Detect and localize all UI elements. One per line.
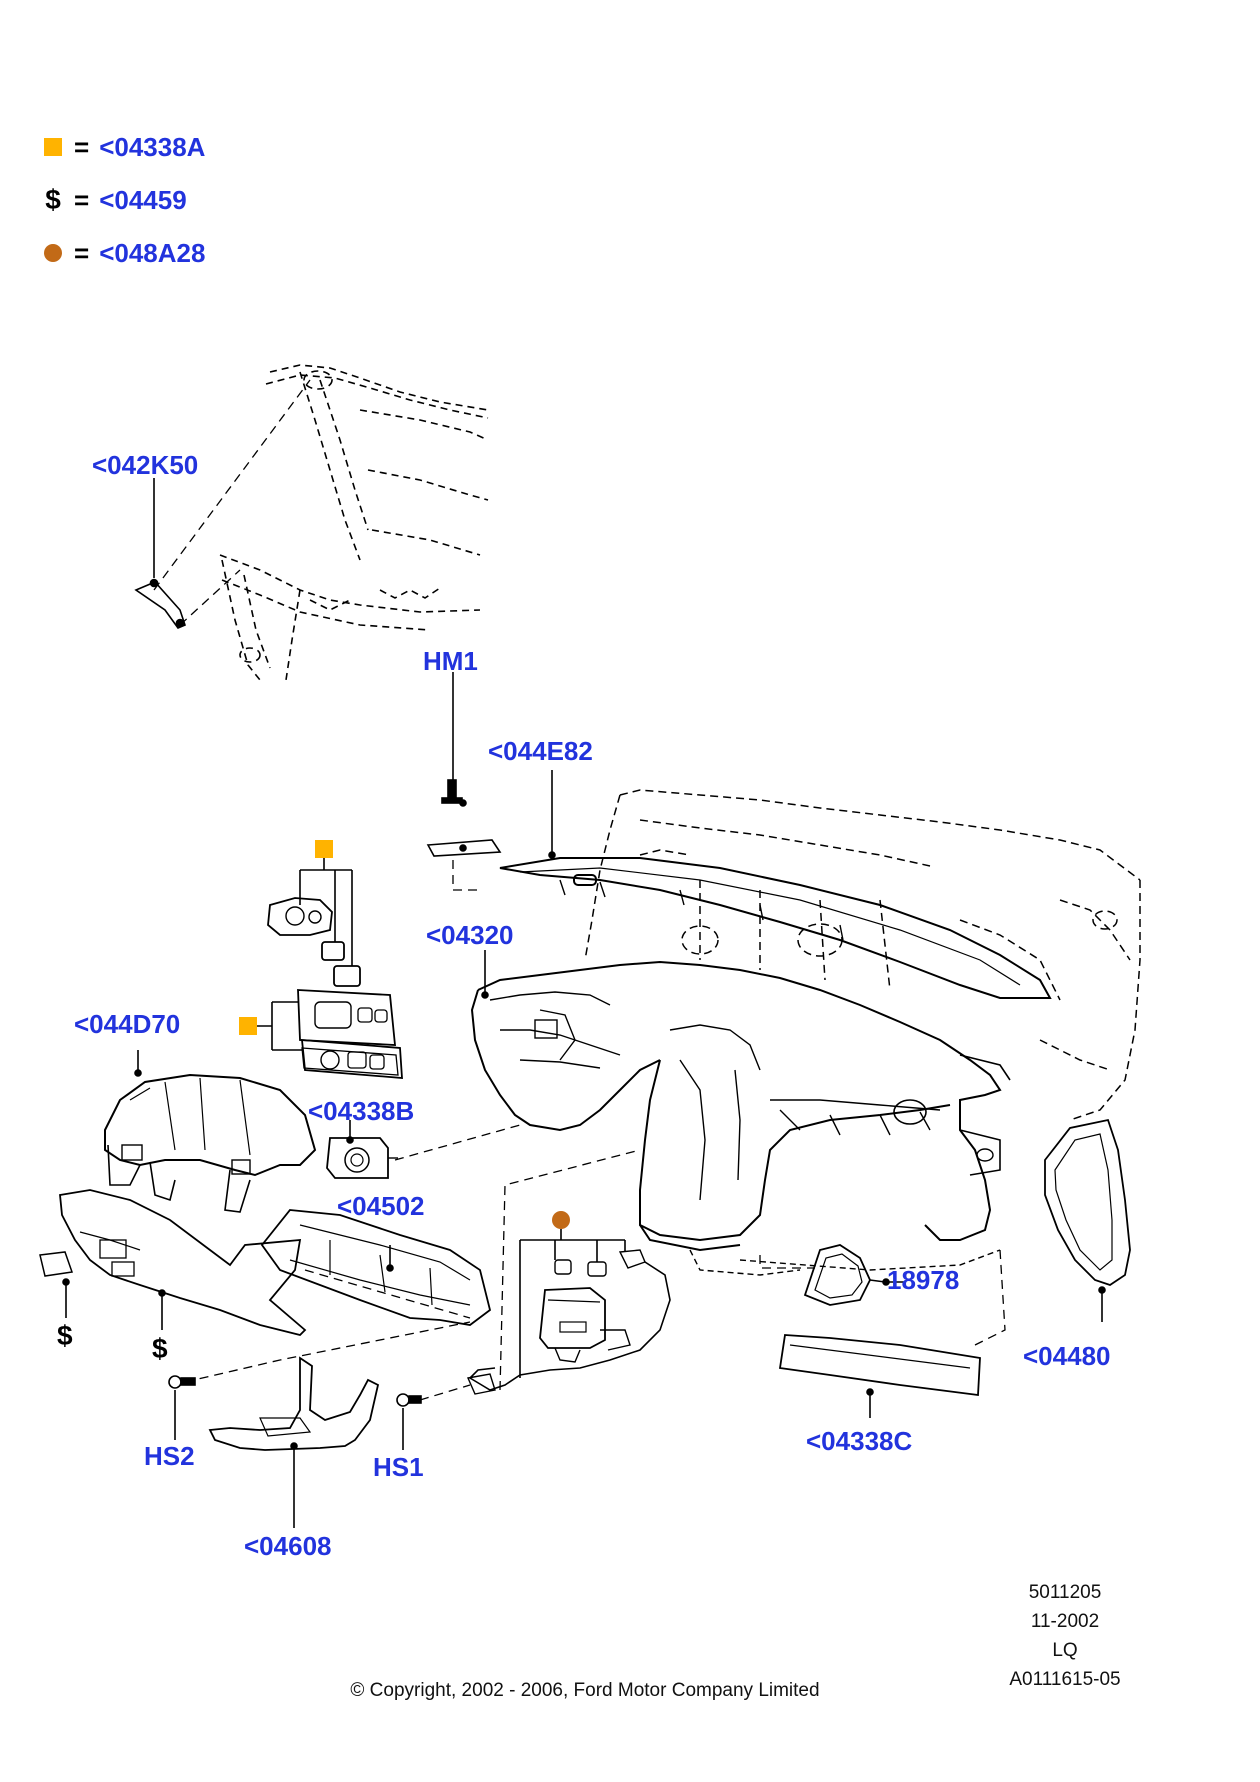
knee-panel-04502 [260,1209,492,1326]
callout-HS2[interactable]: HS2 [144,1441,195,1471]
trim-strip-04338C [778,1334,981,1397]
legend-equals: = [74,237,90,268]
callout-04608[interactable]: <04608 [244,1531,331,1561]
callout-04480[interactable]: <04480 [1023,1341,1110,1371]
fasteners [62,578,1106,1450]
square-icon [239,1017,257,1035]
illustration-reference: A0111615-05 [1009,1669,1121,1690]
square-icon [315,840,333,858]
callout-04320[interactable]: <04320 [426,920,513,950]
legend-row-circle: = <048A28 [42,236,205,270]
illustration-number: 5011205 [1028,1582,1102,1603]
legend-ref-04459[interactable]: <04459 [99,184,187,215]
speaker-grille-18978 [803,1244,886,1306]
legend-ref-048A28[interactable]: <048A28 [99,237,206,268]
callout-HS1[interactable]: HS1 [373,1452,424,1482]
illustration-date: 11-2002 [1030,1611,1100,1632]
cross-car-beam-outline [219,364,489,681]
circle-icon [42,244,64,262]
ignition-module [467,1249,671,1395]
illustration-code: LQ [1052,1640,1078,1661]
cluster-hood [104,1073,317,1213]
callout-042K50[interactable]: <042K50 [92,450,198,480]
dollar-symbol: $ [152,1333,168,1364]
circle-icon [552,1211,570,1229]
dollar-symbol: $ [57,1320,73,1351]
callout-044D70[interactable]: <044D70 [74,1009,180,1039]
leader-lines [65,478,1103,1528]
callout-04338B[interactable]: <04338B [308,1096,414,1126]
bulkhead-outline [584,789,1141,1121]
callout-HM1[interactable]: HM1 [423,646,478,676]
callout-18978[interactable]: 18978 [887,1265,959,1295]
assembly-guide-lines [153,379,1006,1401]
square-icon [42,138,64,156]
legend-equals: = [74,131,90,162]
copyright-notice: © Copyright, 2002 - 2006, Ford Motor Com… [350,1680,820,1701]
legend-row-square: = <04338A [42,130,205,164]
lower-trim-panel [39,1189,307,1336]
instrument-panel [470,960,1011,1276]
legend-equals: = [74,184,90,215]
console-panel-04608 [208,1356,380,1451]
light-switch-parts [267,897,403,1079]
callout-044E82[interactable]: <044E82 [488,736,593,766]
legend-row-dollar: $ = <04459 [42,183,187,217]
bezel-04338B [326,1137,398,1179]
end-cap-04480 [1044,1118,1131,1286]
callout-04502[interactable]: <04502 [337,1191,424,1221]
callout-04338C[interactable]: <04338C [806,1426,912,1456]
legend-ref-04338A[interactable]: <04338A [99,131,206,162]
dollar-symbol: $ [45,184,61,215]
defroster-panel [499,857,1052,999]
